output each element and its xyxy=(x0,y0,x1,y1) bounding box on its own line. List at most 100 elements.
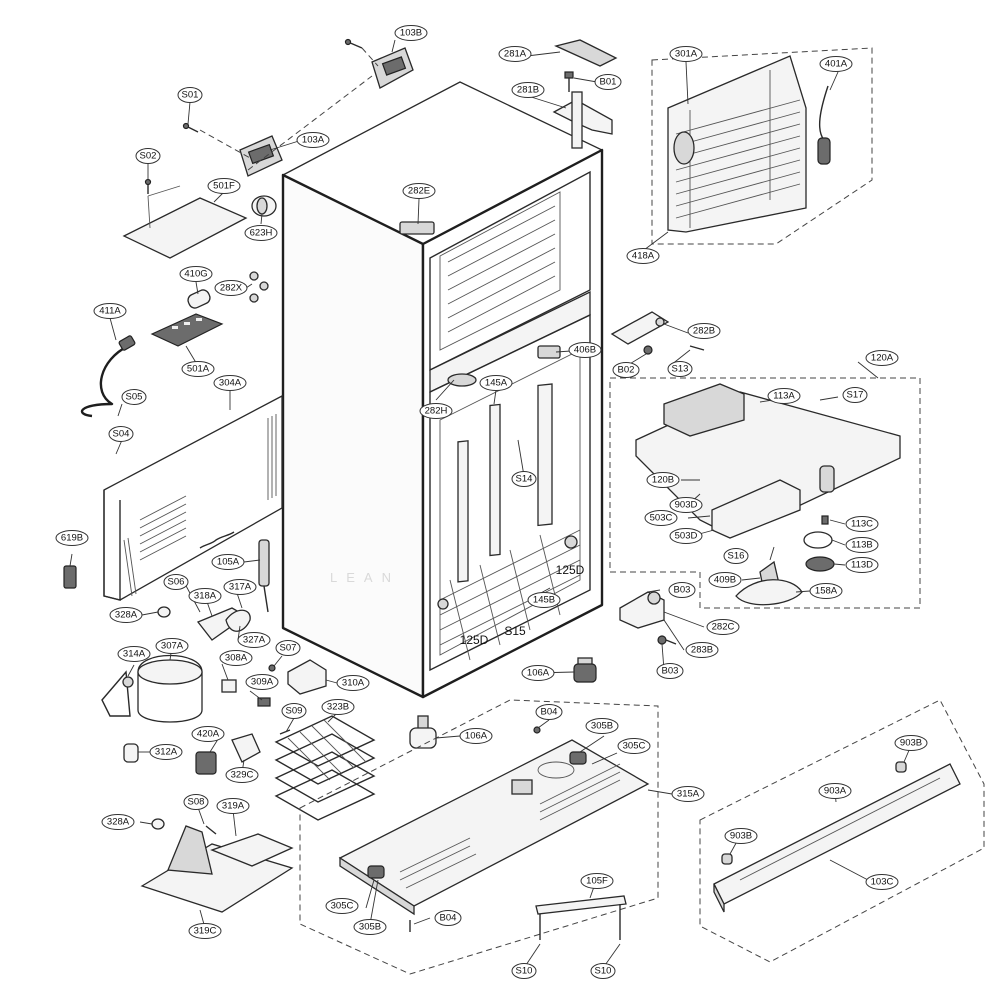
svg-text:103B: 103B xyxy=(400,28,422,39)
svg-text:406B: 406B xyxy=(574,345,596,356)
svg-text:619B: 619B xyxy=(61,533,83,544)
screw-S09 xyxy=(279,729,291,735)
svg-text:S16: S16 xyxy=(728,551,745,562)
svg-text:B03: B03 xyxy=(662,666,679,677)
callout-113B: 113B xyxy=(845,537,879,553)
fan-motor-329C xyxy=(231,733,261,763)
svg-text:S13: S13 xyxy=(672,364,689,375)
compressor-307A xyxy=(137,654,203,723)
callout-B01-top: B01 xyxy=(594,74,622,90)
lower-hinge-283B xyxy=(619,591,665,629)
callout-281B: 281B xyxy=(511,82,545,98)
callout-401A: 401A xyxy=(819,56,853,72)
callout-145B: 145B xyxy=(527,592,561,608)
back-cover-304A xyxy=(103,394,283,601)
callout-103A: 103A xyxy=(296,132,330,148)
svg-text:418A: 418A xyxy=(632,251,655,262)
callout-282B: 282B xyxy=(687,323,721,339)
svg-text:323B: 323B xyxy=(327,702,349,713)
svg-text:309A: 309A xyxy=(251,677,274,688)
callout-282H: 282H xyxy=(419,403,453,419)
callout-329C: 329C xyxy=(225,767,259,783)
svg-text:305B: 305B xyxy=(591,721,613,732)
bolt-B04-top xyxy=(533,726,541,734)
svg-text:301A: 301A xyxy=(675,49,698,60)
callout-406B: 406B xyxy=(568,342,602,358)
svg-text:503D: 503D xyxy=(675,531,698,542)
control-pcb-501A xyxy=(150,313,224,347)
svg-text:105A: 105A xyxy=(217,557,240,568)
grommet-312A xyxy=(123,743,139,763)
callout-304A: 304A xyxy=(213,375,247,391)
watermark-text: LEAN xyxy=(330,570,400,585)
bracket-105F xyxy=(535,895,627,940)
callout-106A-right: 106A xyxy=(521,665,555,681)
callout-328A-bottom: 328A xyxy=(101,814,135,830)
callout-409B: 409B xyxy=(708,572,742,588)
callout-305C-bottom: 305C xyxy=(325,898,359,914)
callout-S01: S01 xyxy=(177,87,203,103)
callout-282C: 282C xyxy=(706,619,740,635)
svg-text:113C: 113C xyxy=(851,519,873,530)
svg-text:106A: 106A xyxy=(465,731,488,742)
label-125D-right: 125D xyxy=(556,563,585,577)
svg-text:623H: 623H xyxy=(250,228,273,239)
callout-903A: 903A xyxy=(818,783,852,799)
svg-text:281B: 281B xyxy=(517,85,539,96)
valve-420A xyxy=(195,751,217,775)
svg-text:305C: 305C xyxy=(623,741,646,752)
svg-text:903D: 903D xyxy=(675,500,698,511)
callout-323B: 323B xyxy=(321,699,355,715)
base-grille-103C xyxy=(713,763,961,913)
svg-text:282B: 282B xyxy=(693,326,715,337)
svg-text:106A: 106A xyxy=(527,668,550,679)
svg-text:318A: 318A xyxy=(194,591,217,602)
callout-305B-top: 305B xyxy=(585,718,619,734)
callout-501F: 501F xyxy=(207,178,241,194)
leveling-leg-106A-right xyxy=(573,657,597,683)
callout-319A: 319A xyxy=(216,798,250,814)
svg-text:B01: B01 xyxy=(600,77,617,88)
svg-text:310A: 310A xyxy=(342,678,365,689)
hinge-cover-103B xyxy=(371,47,414,89)
svg-text:282X: 282X xyxy=(220,283,243,294)
callout-418A: 418A xyxy=(626,248,660,264)
svg-text:329C: 329C xyxy=(231,770,254,781)
callout-310A: 310A xyxy=(336,675,370,691)
callout-903B-top: 903B xyxy=(894,735,928,751)
callout-282X: 282X xyxy=(214,280,248,296)
callout-305B-bottom: 305B xyxy=(353,919,387,935)
fastener-305B-top xyxy=(569,751,587,765)
drain-hose-105A xyxy=(258,539,270,613)
sensor-619B xyxy=(63,565,77,589)
screw-top xyxy=(344,38,363,49)
svg-text:501A: 501A xyxy=(187,364,210,375)
lamp-sockets-282X xyxy=(249,271,269,303)
svg-text:304A: 304A xyxy=(219,378,242,389)
callout-S10-left: S10 xyxy=(511,963,537,979)
seal-113B xyxy=(803,531,833,549)
callout-B03-bottom: B03 xyxy=(656,663,684,679)
screw-S07 xyxy=(268,664,276,672)
clip-309A xyxy=(257,697,271,707)
knob-623H xyxy=(251,195,277,217)
callout-503D: 503D xyxy=(669,528,703,544)
svg-text:319A: 319A xyxy=(222,801,245,812)
svg-text:903B: 903B xyxy=(730,831,752,842)
callout-120A: 120A xyxy=(865,350,899,366)
svg-text:312A: 312A xyxy=(155,747,178,758)
dispenser-housing-120A xyxy=(635,383,901,539)
callout-327A: 327A xyxy=(237,632,271,648)
callout-145A: 145A xyxy=(479,375,513,391)
callout-105A: 105A xyxy=(211,554,245,570)
screw-903B-top xyxy=(895,761,907,773)
callout-501A: 501A xyxy=(181,361,215,377)
fan-mount-310A xyxy=(287,659,327,695)
svg-text:503C: 503C xyxy=(650,513,673,524)
svg-text:120A: 120A xyxy=(871,353,894,364)
leveling-leg-106A-left xyxy=(409,715,437,749)
defrost-sensor-401A xyxy=(817,85,831,165)
callout-103B: 103B xyxy=(394,25,428,41)
svg-text:S14: S14 xyxy=(516,474,533,485)
